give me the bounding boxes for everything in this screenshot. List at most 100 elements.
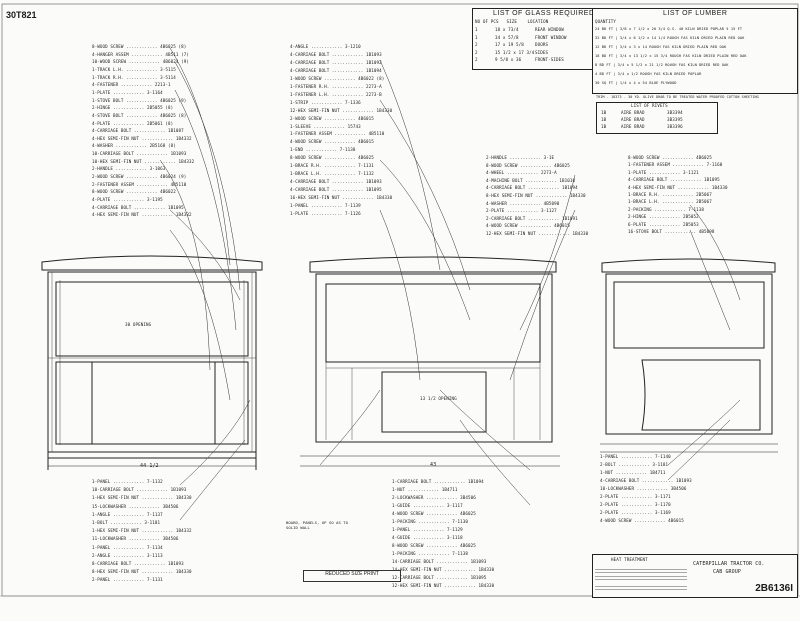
parts-list-item: 4-WHEEL ............ 2273-A xyxy=(486,170,557,176)
lumber-table-title: LIST OF LUMBER xyxy=(663,10,728,17)
parts-list-item: 1-TRACK L.H. ............ 3-5115 xyxy=(92,66,176,72)
parts-list-item: 4-CARRIAGE BOLT ............ 1B1092 xyxy=(290,59,382,65)
company-name: CATERPILLAR TRACTOR CO. xyxy=(693,561,765,567)
parts-list-item: 8-WOOD SCREW ............ 4B6022 xyxy=(92,189,176,195)
rivet-cell: AIRE BRAD xyxy=(621,110,645,115)
parts-list-item: 1-PACKING ............ 7-1138 xyxy=(392,551,469,556)
parts-list-item: 10-LOCKWASHER ............ 3B4506 xyxy=(600,486,687,491)
glass-cell: 9 5/8 x 36 xyxy=(495,57,522,63)
parts-list-item: 1-FASTENER R.H. ............ 2273-A xyxy=(290,83,382,89)
right-cab-roof xyxy=(601,258,776,273)
glass-table: LIST OF GLASS REQUIRED NO OF PCS SIZE LO… xyxy=(472,8,594,70)
lumber-row: 4 BD FT | 3/4 x 1/2 ROUGH FAS KILN DRIED… xyxy=(595,72,702,76)
parts-list-item: 4-CARRIAGE BOLT ............ 1B1087 xyxy=(92,128,184,134)
lumber-row: 12 BD FT | 3/4 x 3 x 14 ROUGH FAS KILN D… xyxy=(595,45,727,49)
parts-list-item: 2-HINGE ............ 2B5055 (8) xyxy=(92,105,174,111)
title-block-grid xyxy=(595,565,687,593)
parts-list-item: 1-PANEL ............ 7-1129 xyxy=(392,527,463,532)
drawing-subtitle: CAB GROUP xyxy=(713,569,741,575)
left-view-hatching xyxy=(48,272,256,452)
parts-list-item: 1-PANEL ............ 7-1132 xyxy=(92,479,163,484)
rivet-cell: 1B xyxy=(601,124,607,129)
rivet-cell: 3B3394 xyxy=(667,110,683,115)
parts-list-item: 4-WOOD SCREW ............ 4B6015 xyxy=(290,139,374,145)
parts-list-item: 1-PANEL ............ 7-1139 xyxy=(290,203,361,208)
parts-list-item: 4-CARRIAGE BOLT ............ 1B1093 xyxy=(600,478,692,483)
parts-list-item: 8-WOOD SCREW ............ 4B6025 xyxy=(290,155,374,161)
parts-list-item: 4-HEX SEMI-FIN NUT ............ 1B4332 xyxy=(92,212,192,218)
rivet-cell: 3B3395 xyxy=(667,117,683,122)
glass-col-size: SIZE xyxy=(506,19,517,24)
glass-table-header: NO OF PCS SIZE LOCATION xyxy=(475,19,548,26)
glass-table-title: LIST OF GLASS REQUIRED xyxy=(493,10,595,17)
glass-cell: 18 x 73/4 xyxy=(495,27,519,32)
lumber-row: 30 SQ FT | 1/4 x 4 x 54 BLUE PLYWOOD xyxy=(595,81,677,85)
parts-list-item: 1-WOOD SCREW ............ 4B6022 (8) xyxy=(290,75,385,81)
parts-list-item: 1-GUIDE ............ 3-1117 xyxy=(392,503,463,508)
title-block: HEAT TREATMENT CATERPILLAR TRACTOR CO. C… xyxy=(592,554,798,598)
glass-cell: 2 xyxy=(475,42,478,48)
lumber-row: 24 BD FT | 3/8 x 7 1/2 x 20 3/4 Q.S. 40 … xyxy=(595,27,743,31)
parts-list-item: 16-HEX SEMI-FIN NUT ............ 1B4330 xyxy=(290,195,393,201)
drawing-number-box: 2B6136I xyxy=(755,583,793,594)
parts-list-item: 1-FASTENER ASSEM ............ 4B5110 xyxy=(290,131,385,137)
parts-list-item: 10-WOOD SCREW ............ 4B6024 (9) xyxy=(92,59,189,65)
parts-list-item: 16-STOVE BOLT ............ 4B5698 xyxy=(628,229,715,234)
parts-list-item: 2-ANGLE ............ 3-1113 xyxy=(92,552,163,558)
lumber-row: 32 BD FT | 3/4 x 6 1/2 x 14 1/4 ROUGH FA… xyxy=(595,36,745,40)
parts-list-item: 12-HEX SEMI-FIN NUT ............ 1B4330 xyxy=(392,583,495,588)
parts-list-item: 1-BRACE R.H. ............ 2B5067 xyxy=(628,192,712,197)
parts-list-item: 11-LOCKWASHER ............ 3B4506 xyxy=(92,536,179,542)
parts-list-item: 4-CARRIAGE BOLT ............ 1B1095 xyxy=(628,177,720,183)
parts-list-item: 1-PLATE ............ 3-1121 xyxy=(628,169,699,175)
parts-list-item: 12-CARRIAGE BOLT ............ 1B1095 xyxy=(392,575,487,580)
reduced-size-stamp: REDUCED SIZE PRINT xyxy=(303,570,401,582)
rivet-cell: 3B3396 xyxy=(667,124,683,129)
parts-list-item: 1-END ............ 7-1138 xyxy=(290,147,356,153)
center-bottom-dim: 43 xyxy=(430,462,437,468)
parts-list-item: 1-PANEL ............ 7-1140 xyxy=(600,454,671,459)
rivets-title: LIST OF RIVETS xyxy=(631,103,668,108)
parts-list-item: 8-WOOD SCREW ............ 4B6025 xyxy=(392,543,476,548)
glass-cell: 1 xyxy=(475,34,478,40)
parts-list-item: 4-CARRIAGE BOLT ............ 1B1095 xyxy=(290,187,382,193)
glass-cell: 15 1/2 x 17 3/4 xyxy=(495,49,535,55)
lumber-header: QUANTITY xyxy=(595,19,616,24)
parts-list-item: 4-FASTENER ............ 2213-1 xyxy=(92,82,171,88)
parts-list-item: 2-FASTENER ASSEM ............ 4B5110 xyxy=(92,181,187,187)
glass-col-pcs: NO OF PCS xyxy=(475,19,499,24)
glass-cell: 34 x 57/8 xyxy=(495,34,519,40)
parts-list-item: 8-HEX SEMI-FIN NUT ............ 1B4330 xyxy=(486,193,586,198)
parts-list-item: 1-FASTENER L.H. ............ 2273-B xyxy=(290,91,382,97)
cloth-note: TRIM - 18373 - 30 YD. OLIVE DRAB TO BE T… xyxy=(596,95,759,99)
parts-list-item: 1-STRIP ............ 7-1336 xyxy=(290,99,361,105)
lumber-row: 8 BD FT | 3/4 x 5 1/2 x 21 1/2 ROUGH FAS… xyxy=(595,63,729,67)
center-opening-label: 13 1/2 OPENING xyxy=(420,396,457,401)
parts-list-item: 2-HINGE ............ 2B5052 xyxy=(628,214,699,220)
left-rear-window xyxy=(55,281,249,357)
reduced-size-text: REDUCED SIZE PRINT xyxy=(325,571,379,577)
parts-list-item: 4-HEX SEMI-FIN NUT ............ 1B4332 xyxy=(92,135,192,141)
left-cab-roof xyxy=(41,255,263,271)
left-opening-label: 30 OPENING xyxy=(125,322,152,327)
parts-list-item: 4-CARRIAGE BOLT ............ 1B1094 xyxy=(486,185,578,191)
parts-list-item: 4-CARRIAGE BOLT ............ 1B1094 xyxy=(290,67,382,73)
parts-list-item: 4-CARRIAGE BOLT ............ 1B1095 xyxy=(92,204,184,210)
left-lower-panel xyxy=(55,361,249,445)
parts-list-item: 6-PLATE ............ 2B5053 xyxy=(628,221,699,227)
glass-cell: 1 xyxy=(475,27,478,32)
parts-list-item: 8-WOOD SCREW ............ 4B6025 xyxy=(486,162,570,168)
parts-list-item: 1-TRACK R.H. ............ 3-5114 xyxy=(92,74,176,80)
parts-list-item: 2-BOLT ............ 3-1181 xyxy=(600,462,669,467)
parts-list-item: 2-HANDLE ............ 3-1063 xyxy=(92,166,166,172)
parts-list-item: 2-WOOD SCREW ............ 4B6024 (9) xyxy=(92,174,187,180)
rivet-cell: 1B xyxy=(601,117,607,122)
lumber-row: 18 BD FT | 3/4 x 13 1/2 x 15 3/4 ROUGH F… xyxy=(595,54,747,58)
